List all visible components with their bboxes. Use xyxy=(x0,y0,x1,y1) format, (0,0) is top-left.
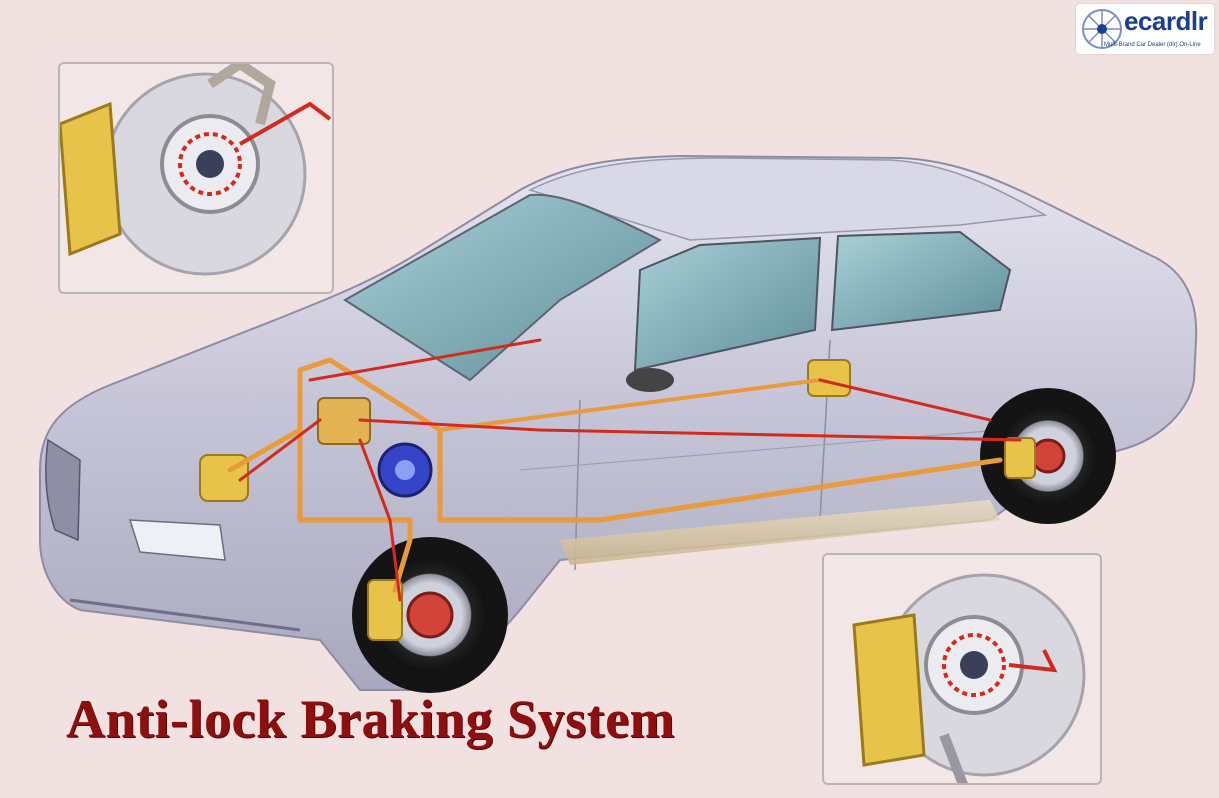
front-grille xyxy=(45,438,81,542)
side-mirror xyxy=(626,368,674,392)
rear-left-caliper xyxy=(1004,437,1036,479)
rear-side-window xyxy=(830,230,1012,332)
disc-brake-sensor-icon xyxy=(852,573,1086,783)
rear-brake-detail xyxy=(822,553,1102,785)
front-left-caliper xyxy=(367,579,403,641)
side-sill xyxy=(560,500,1000,565)
headlight xyxy=(128,519,226,561)
brake-lines xyxy=(227,338,1022,602)
disc-brake-sensor-icon xyxy=(60,64,332,276)
diagram-title: Anti-lock Braking System xyxy=(66,689,676,749)
ecardlr-logo[interactable]: ecardlr Multi-Brand Car Dealer (dlr) On-… xyxy=(1076,4,1214,54)
front-brake-detail xyxy=(58,62,334,294)
logo-wordmark: ecardlr xyxy=(1124,6,1208,36)
car-roof xyxy=(527,157,1048,241)
logo-tagline: Multi-Brand Car Dealer (dlr) On-Line xyxy=(1104,42,1201,48)
rear-wheel xyxy=(980,388,1116,524)
rear-right-caliper xyxy=(807,359,851,397)
wheel-logo-icon xyxy=(1082,9,1122,49)
front-side-window xyxy=(633,236,822,372)
windshield xyxy=(343,193,663,382)
